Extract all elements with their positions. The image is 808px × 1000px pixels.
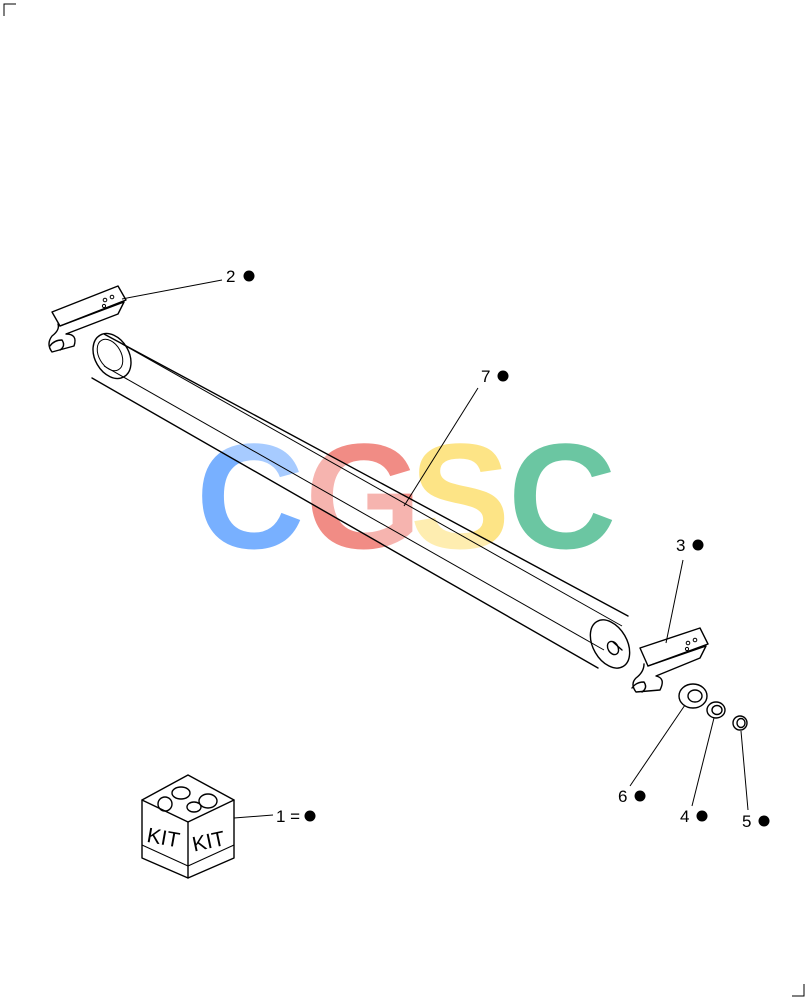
callout-5: 5 <box>742 812 770 831</box>
watermark: C G S C <box>196 412 616 580</box>
leader-line-2 <box>121 279 223 300</box>
kit-label-right: KIT <box>190 827 227 856</box>
callout-5-marker <box>758 815 770 827</box>
part-1-kit-box: KIT KIT <box>141 774 235 879</box>
kit-label-left: KIT <box>145 824 181 852</box>
leader-line-5 <box>740 730 749 811</box>
part-7-roller-tube <box>91 332 631 669</box>
callout-4-marker <box>696 810 708 822</box>
part-5-ring <box>732 715 748 731</box>
callout-2-label: 2 <box>226 267 235 286</box>
callout-4: 4 <box>680 807 708 826</box>
leader-lines <box>121 279 749 819</box>
callout-7-label: 7 <box>481 367 490 386</box>
callout-3-label: 3 <box>676 536 685 555</box>
callout-6-marker <box>634 790 646 802</box>
callout-1-label: 1 = <box>276 807 300 826</box>
leader-line-3 <box>665 559 684 644</box>
callout-5-label: 5 <box>742 812 751 831</box>
part-3-bracket-right <box>631 627 709 693</box>
callout-7-marker <box>497 370 509 382</box>
watermark-letter-1: C <box>196 412 304 580</box>
part-6-flange <box>678 683 708 709</box>
corner-mark-bottom-right <box>792 984 805 997</box>
callout-6-label: 6 <box>618 787 627 806</box>
callout-1: 1 = <box>276 807 316 826</box>
callout-3: 3 <box>676 536 704 555</box>
callout-6: 6 <box>618 787 646 806</box>
leader-line-7 <box>403 387 479 507</box>
callout-2-marker <box>243 270 255 282</box>
part-4-bushing <box>706 701 726 719</box>
callout-1-marker <box>304 810 316 822</box>
watermark-letter-3: S <box>410 412 510 580</box>
callout-3-marker <box>692 539 704 551</box>
callout-2: 2 <box>226 267 255 286</box>
leader-line-6 <box>629 704 686 787</box>
corner-mark-top-left <box>3 3 16 16</box>
leader-line-1 <box>233 814 274 819</box>
callout-7: 7 <box>481 367 509 386</box>
watermark-letter-2: G <box>305 412 422 580</box>
watermark-letter-4: C <box>508 412 616 580</box>
callout-4-label: 4 <box>680 807 689 826</box>
part-2-bracket-left <box>48 285 127 353</box>
leader-line-4 <box>691 717 715 807</box>
